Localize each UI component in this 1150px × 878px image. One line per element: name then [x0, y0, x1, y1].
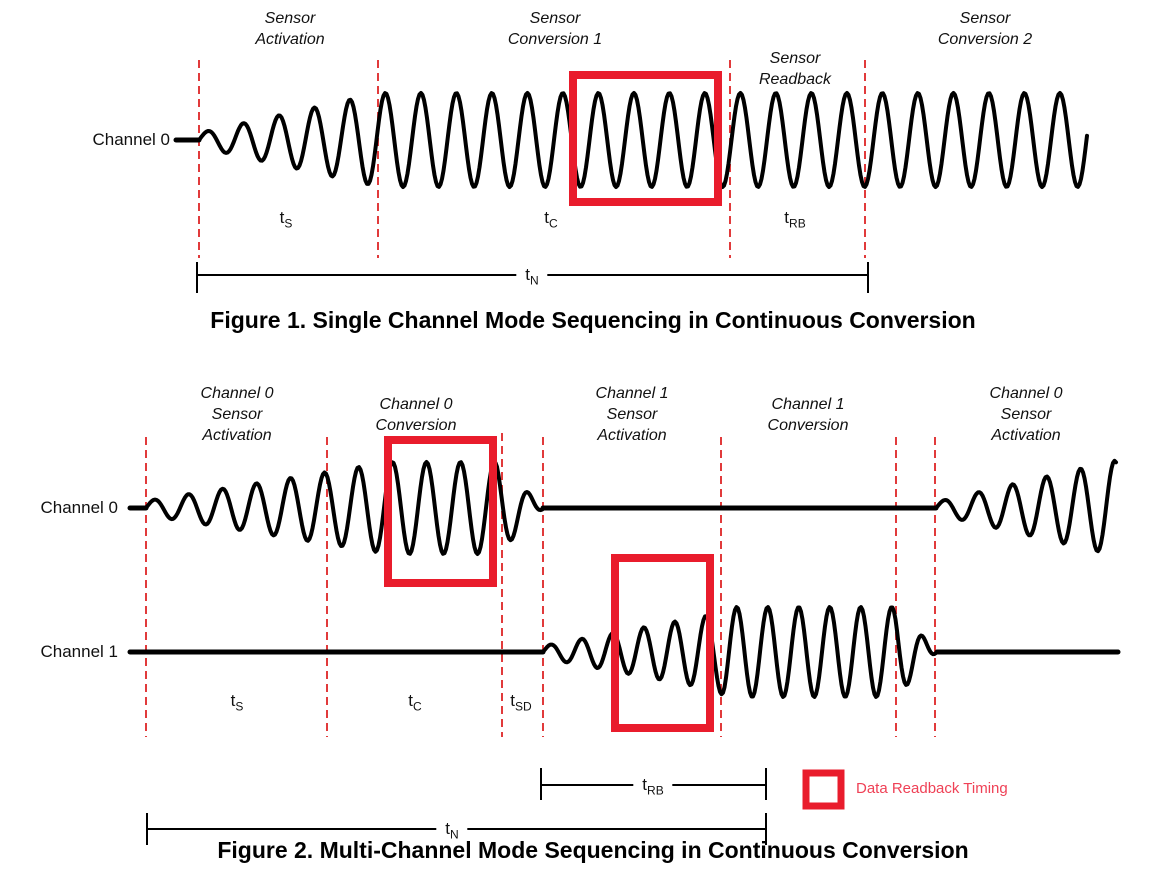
fig1-tn-sub: N: [530, 273, 539, 288]
fig2-tc-sub: C: [413, 699, 422, 714]
fig2-phase-ch1-conversion: Channel 1 Conversion: [767, 396, 849, 434]
fig1-ts-base: t: [279, 208, 285, 227]
fig1-tn-base: t: [525, 265, 531, 284]
fig2-trb-bracket-label: tRB: [633, 774, 673, 798]
figure1-caption: Figure 1. Single Channel Mode Sequencing…: [210, 307, 976, 333]
fig1-phase-sensor-activation: Sensor Activation: [255, 10, 325, 48]
fig1-trb-label: tRB: [784, 208, 806, 231]
fig1-trb-base: t: [784, 208, 790, 227]
fig1-phase-sensor-readback: Sensor Readback: [758, 50, 832, 88]
fig2-tn-sub: N: [450, 827, 459, 842]
fig2-phase-ch0-sensor-activation: Channel 0 Sensor Activation: [200, 385, 274, 444]
fig1-ts-label: tS: [279, 208, 293, 231]
fig1-phase-sensor-conversion-1: Sensor Conversion 1: [507, 10, 603, 48]
fig2-trb-sub: RB: [647, 783, 664, 798]
fig2-channel0-label: Channel 0: [40, 498, 118, 517]
fig1-tc-base: t: [544, 208, 550, 227]
fig2-tc-base: t: [408, 691, 414, 710]
fig2-tc-label: tC: [408, 691, 422, 714]
fig2-trb-base: t: [642, 775, 648, 794]
fig2-tn-base: t: [445, 819, 451, 838]
fig1-tn-bracket-label: tN: [516, 264, 548, 288]
fig1-tc-label: tC: [544, 208, 558, 231]
fig2-phase-ch0-conversion: Channel 0 Conversion: [375, 396, 457, 434]
figure2-caption: Figure 2. Multi-Channel Mode Sequencing …: [217, 837, 969, 863]
fig2-ts-label: tS: [230, 691, 244, 714]
fig2-channel1-label: Channel 1: [40, 642, 118, 661]
fig1-tc-sub: C: [549, 216, 558, 231]
fig2-tsd-label: tSD: [510, 691, 532, 714]
fig2-tn-bracket-label: tN: [436, 818, 468, 842]
fig2-tsd-base: t: [510, 691, 516, 710]
fig2-phase-ch0-sensor-activation-2: Channel 0 Sensor Activation: [989, 385, 1063, 444]
fig1-trb-sub: RB: [789, 216, 806, 231]
fig2-ts-sub: S: [235, 699, 244, 714]
fig1-ts-sub: S: [284, 216, 293, 231]
legend-data-readback-timing-label: Data Readback Timing: [856, 780, 1008, 797]
fig2-ts-base: t: [230, 691, 236, 710]
fig1-phase-sensor-conversion-2: Sensor Conversion 2: [937, 10, 1033, 48]
fig1-channel0-label: Channel 0: [92, 130, 170, 149]
fig2-tsd-sub: SD: [515, 699, 532, 714]
fig2-phase-ch1-sensor-activation: Channel 1 Sensor Activation: [595, 385, 669, 444]
